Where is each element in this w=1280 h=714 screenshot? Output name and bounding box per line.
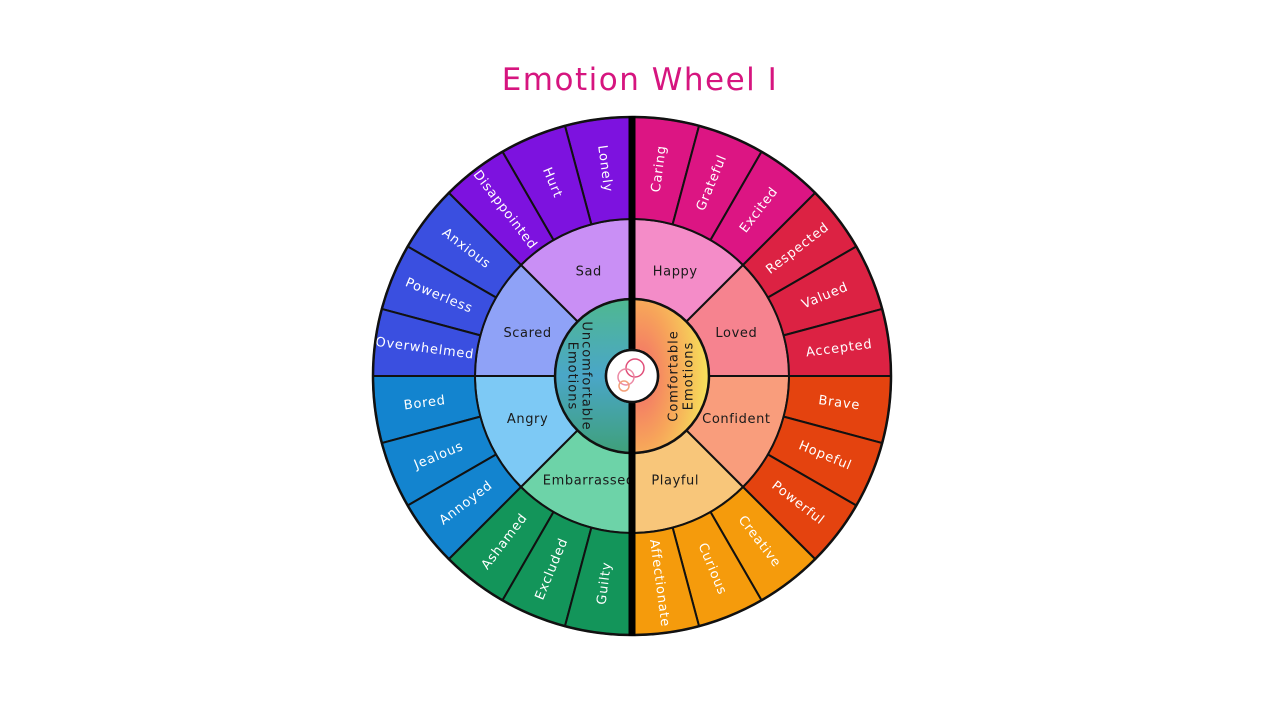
- logo-circle-icon: [618, 380, 630, 392]
- emotion-label: Bored: [403, 393, 447, 413]
- segment-label: Playful: [651, 473, 699, 488]
- emotion-label: Brave: [817, 393, 861, 413]
- smiley-logo-icon: [625, 358, 645, 378]
- segment-label: Embarrassed: [543, 473, 635, 488]
- core-label-comfortable: Comfortable: [667, 330, 682, 422]
- segment-label: Scared: [503, 326, 551, 341]
- segment-label: Confident: [702, 412, 770, 427]
- logo-circle-icon: [617, 368, 635, 386]
- segment-label: Angry: [507, 412, 548, 427]
- segment-label: Sad: [576, 265, 602, 280]
- page-title: Emotion Wheel I: [501, 62, 779, 98]
- core-label-comfortable: Emotions: [682, 342, 697, 411]
- segment-label: Loved: [715, 326, 757, 341]
- core-label-uncomfortable: Uncomfortable: [579, 321, 594, 430]
- emotion-label: Lonely: [594, 144, 615, 193]
- emotion-label: Guilty: [594, 561, 615, 606]
- segment-label: Happy: [653, 265, 698, 280]
- emotion-label: Caring: [649, 144, 670, 193]
- core-label-uncomfortable: Emotions: [565, 342, 580, 411]
